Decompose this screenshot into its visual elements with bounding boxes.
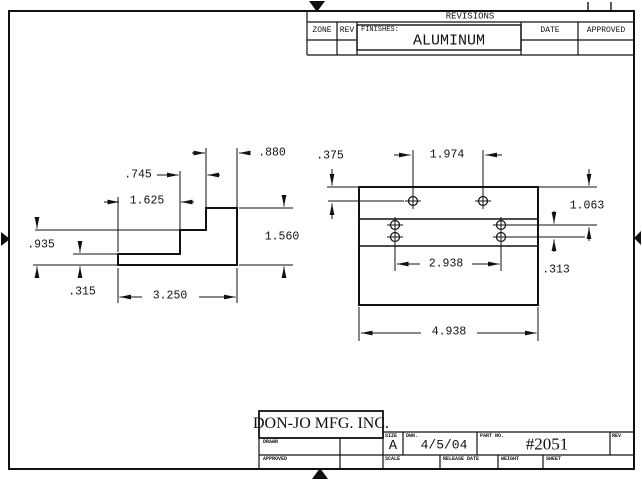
revisions-table-lines: [306, 11, 634, 56]
release-date-label: RELEASE DATE: [443, 455, 480, 462]
dim-overall-height: 1.560: [264, 230, 300, 244]
side-view: [33, 148, 293, 303]
dim-mid-hole-spacing: 2.938: [428, 257, 464, 271]
hole-symbol: [475, 193, 491, 209]
front-view: [327, 150, 597, 341]
company-name: DON-JO MFG. INC.: [252, 415, 390, 432]
center-mark-bottom-icon: [312, 468, 328, 479]
side-view-dimension-arrows: [34, 150, 287, 300]
rev-label: REV: [612, 432, 622, 439]
dim-mid-hole-offset: 1.063: [569, 199, 605, 213]
dim-top-flange: .880: [258, 146, 286, 160]
sheet-label: SHEET: [546, 455, 562, 462]
hole-symbol: [387, 229, 403, 245]
part-no-label: PART NO.: [480, 432, 505, 439]
front-view-dimension-arrows: [329, 152, 592, 336]
dim-step-height: .935: [27, 238, 55, 252]
finishes-value: ALUMINUM: [412, 32, 486, 50]
date-label: DWN.: [406, 432, 419, 439]
hole-symbol: [405, 193, 421, 209]
sheet-border: [8, 2, 635, 470]
drawn-label: DRAWN: [263, 439, 279, 445]
revisions-col-date: DATE: [540, 26, 560, 35]
dim-overall-width-side: 3.250: [152, 289, 188, 303]
company-box: [258, 410, 384, 439]
center-mark-left-icon: [1, 232, 10, 246]
border-tick-marks: [587, 2, 612, 11]
hole-symbol: [493, 229, 509, 245]
dim-mid-step: .745: [124, 168, 152, 182]
center-mark-right-icon: [634, 231, 641, 245]
revisions-col-rev: REV: [339, 26, 355, 35]
approved-label: APPROVED: [263, 456, 288, 462]
bend-lines: [359, 218, 538, 247]
revisions-col-approved: APPROVED: [586, 26, 626, 35]
size-label: SIZE: [385, 432, 398, 439]
dim-hole-top-offset: .375: [316, 149, 344, 163]
dim-bottom-leg: 1.625: [129, 194, 165, 208]
dim-top-hole-spacing: 1.974: [429, 148, 465, 162]
weight-label: WEIGHT: [501, 455, 520, 462]
dim-overall-width-front: 4.938: [431, 325, 467, 339]
finishes-label: FINISHES:: [361, 26, 399, 34]
front-view-extension-lines: [327, 150, 597, 341]
part-no-value: #2051: [525, 434, 569, 454]
size-value: A: [388, 438, 398, 454]
revisions-col-zone: ZONE: [312, 26, 332, 35]
side-view-extension-lines: [33, 148, 293, 303]
title-block-lines: [258, 410, 634, 469]
hole-symbols: [387, 193, 509, 245]
part-profile-outline: [117, 207, 238, 266]
dim-mid-hole-gap: .313: [542, 263, 570, 277]
revisions-title: REVISIONS: [445, 11, 495, 21]
scale-label: SCALE: [385, 455, 401, 462]
date-value: 4/5/04: [420, 437, 468, 453]
finishes-box: [356, 24, 522, 51]
dim-thickness: .315: [68, 285, 96, 299]
center-mark-top-icon: [309, 1, 325, 12]
